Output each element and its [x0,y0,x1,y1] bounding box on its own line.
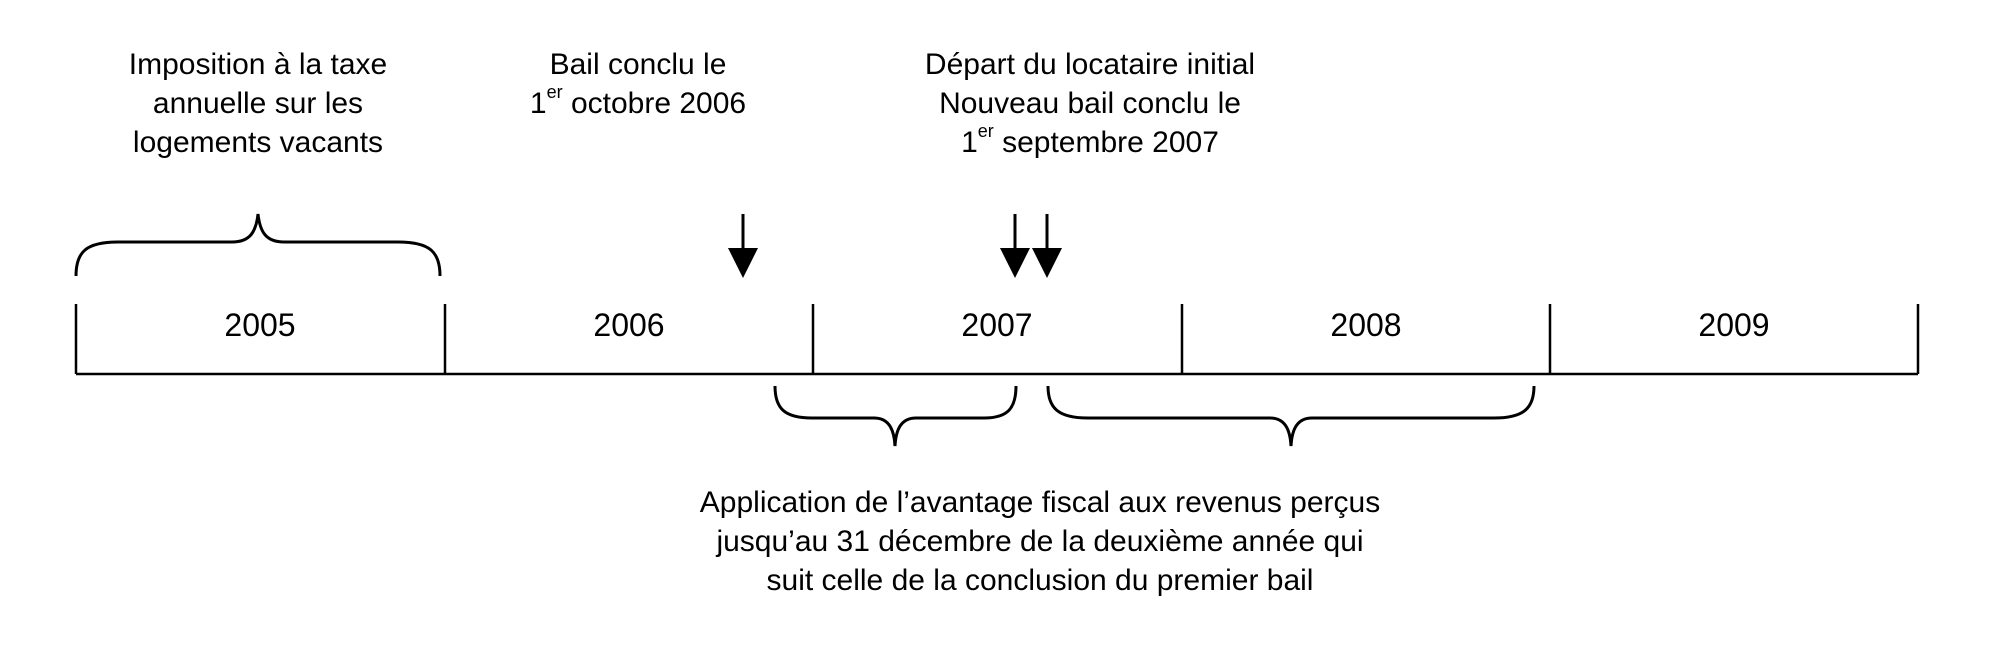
label-tax-benefit: Application de l’avantage fiscal aux rev… [690,483,1390,600]
label-vacancy-tax: Imposition à la taxe annuelle sur les lo… [60,45,456,162]
label-vacancy-tax-line-2: annuelle sur les [152,87,364,120]
new-lease-date: septembre 2007 [993,126,1219,159]
label-vacancy-tax-line-1: Imposition à la taxe [128,48,388,81]
label-tenant-change-line-2: Nouveau bail conclu le [939,87,1241,120]
arrow-first-lease [728,214,758,278]
label-first-lease: Bail conclu le 1er octobre 2006 [478,45,798,123]
new-lease-ordinal: er [977,121,994,141]
brace-new-lease-period [1046,385,1536,447]
year-label-2006: 2006 [593,307,665,343]
first-lease-day: 1 [529,87,547,120]
brace-first-lease-period [773,385,1018,447]
new-lease-day: 1 [961,126,978,159]
first-lease-ordinal: er [546,82,563,102]
year-label-2007: 2007 [961,307,1033,343]
label-tax-benefit-line-3: suit celle de la conclusion du premier b… [766,564,1314,597]
timeline-axis [74,304,1920,376]
label-tax-benefit-line-1: Application de l’avantage fiscal aux rev… [699,486,1381,519]
label-tenant-change: Départ du locataire initial Nouveau bail… [860,45,1320,162]
year-label-2008: 2008 [1330,307,1402,343]
label-tenant-change-line-1: Départ du locataire initial [924,48,1256,81]
arrow-tenant-departure [1000,214,1030,278]
label-vacancy-tax-line-3: logements vacants [132,126,384,159]
label-tenant-change-line-3: 1er septembre 2007 [860,121,1320,162]
brace-2005 [74,213,442,277]
label-tax-benefit-line-2: jusqu’au 31 décembre de la deuxième anné… [716,525,1364,558]
label-first-lease-line-1: Bail conclu le [549,48,727,81]
year-label-2009: 2009 [1698,307,1770,343]
arrow-new-lease [1032,214,1062,278]
first-lease-date: octobre 2006 [562,87,747,120]
year-label-2005: 2005 [224,307,296,343]
label-first-lease-line-2: 1er octobre 2006 [478,82,798,123]
